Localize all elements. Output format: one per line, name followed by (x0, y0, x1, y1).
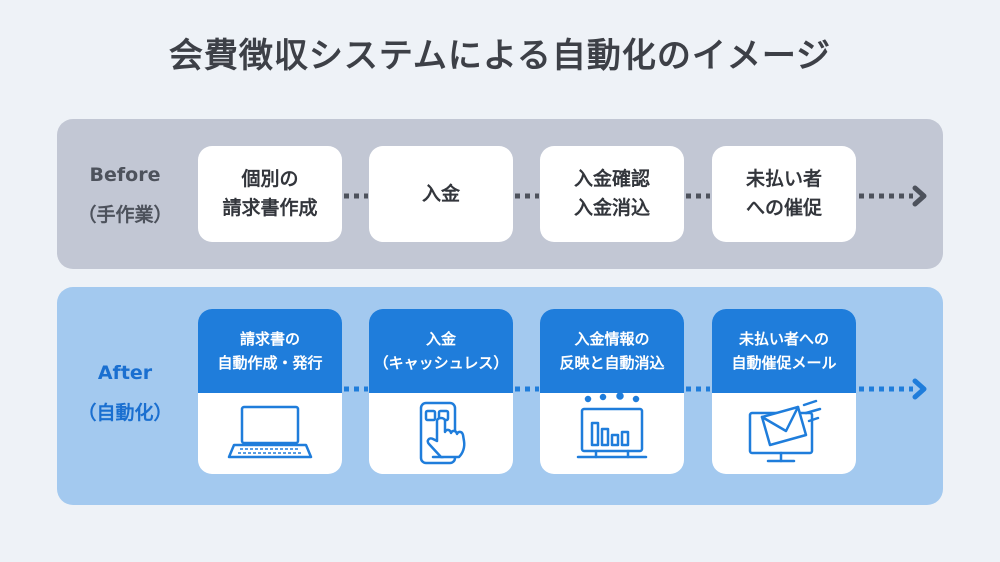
after-step-3-label: 入金情報の 反映と自動消込 (540, 309, 684, 393)
after-step-2-label: 入金 （キャッシュレス） (369, 309, 513, 393)
after-step-2: 入金 （キャッシュレス） (369, 309, 513, 474)
page-title: 会費徴収システムによる自動化のイメージ (168, 36, 832, 76)
monitor-chart-icon (576, 393, 648, 459)
after-connector-3 (686, 386, 710, 392)
after-step-4-label: 未払い者への 自動催促メール (712, 309, 856, 393)
before-row-label: Before （手作業） (65, 155, 185, 235)
after-label: After (97, 362, 153, 384)
after-step-1-label: 請求書の 自動作成・発行 (198, 309, 342, 393)
after-sublabel: （自動化） (77, 402, 173, 424)
after-connector-1 (344, 386, 368, 392)
after-step-3: 入金情報の 反映と自動消込 (540, 309, 684, 474)
before-connector-3 (686, 193, 710, 199)
laptop-icon (227, 405, 313, 459)
before-panel: Before （手作業） 個別の 請求書作成 入金 入金確認 入金消込 未払い者… (57, 119, 943, 269)
before-step-4: 未払い者 への催促 (712, 146, 856, 242)
before-step-1: 個別の 請求書作成 (198, 146, 342, 242)
after-step-4: 未払い者への 自動催促メール (712, 309, 856, 474)
smartphone-tap-icon (419, 401, 466, 465)
after-panel: After （自動化） 請求書の 自動作成・発行 入金 （キャッシュレス） (57, 287, 943, 505)
before-arrow (859, 185, 927, 207)
monitor-mail-icon (748, 399, 822, 463)
before-sublabel: （手作業） (77, 204, 173, 226)
before-connector-1 (344, 193, 368, 199)
after-row-label: After （自動化） (65, 353, 185, 433)
before-label: Before (89, 164, 161, 186)
before-step-2: 入金 (369, 146, 513, 242)
after-arrow (859, 378, 927, 400)
after-connector-2 (515, 386, 539, 392)
before-connector-2 (515, 193, 539, 199)
after-step-1: 請求書の 自動作成・発行 (198, 309, 342, 474)
before-step-3: 入金確認 入金消込 (540, 146, 684, 242)
